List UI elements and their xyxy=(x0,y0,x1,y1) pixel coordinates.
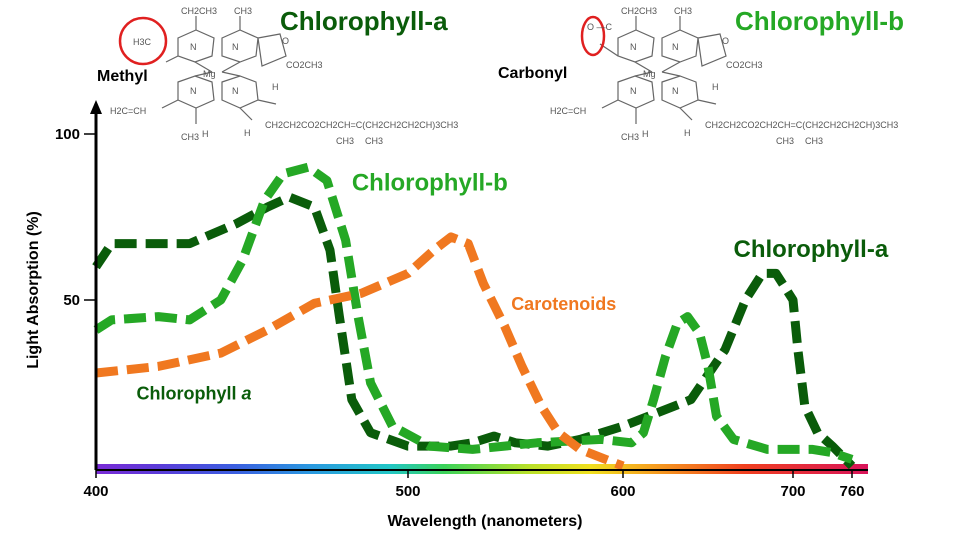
chlorophyll-a-atom-label-5: Mg xyxy=(203,69,216,79)
chlorophyll-a-atom-label-13: H xyxy=(202,129,209,139)
chlorophyll-b-atom-label-9: N xyxy=(672,86,679,96)
chlorophyll-a-atom-label-7: N xyxy=(232,42,239,52)
y-axis-arrow xyxy=(90,100,102,114)
carbonyl-highlight-circle xyxy=(580,15,606,57)
series-annotation-2: Carotenoids xyxy=(511,294,616,314)
y-tick-label-100: 100 xyxy=(55,126,80,143)
x-tick-label-400: 400 xyxy=(83,483,108,500)
x-tick-label-760: 760 xyxy=(839,483,864,500)
series-line-chl_a xyxy=(92,192,856,470)
chlorophyll-b-atom-label-3: CO2CH3 xyxy=(726,60,763,70)
chlorophyll-b-atom-label-7: N xyxy=(672,42,679,52)
chlorophyll-a-ring-drawing xyxy=(161,16,287,124)
series-layer xyxy=(92,162,856,471)
chlorophyll-a-atom-label-15: CH3 xyxy=(336,136,354,146)
x-tick-label-700: 700 xyxy=(780,483,805,500)
chlorophyll-b-atom-label-14: CH2CH2CO2CH2CH=C(CH2CH2CH2CH)3CH3 xyxy=(705,120,898,130)
series-annotation-0: Chlorophyll-b xyxy=(352,169,508,196)
chlorophyll-a-atom-label-4: H xyxy=(272,82,279,92)
chlorophyll-b-atom-label-6: N xyxy=(630,42,637,52)
y-tick-label-50: 50 xyxy=(63,292,80,309)
chlorophyll-b-atom-label-4: H xyxy=(712,82,719,92)
chlorophyll-a-atom-label-8: N xyxy=(190,86,197,96)
chlorophyll-a-atom-label-14: CH2CH2CO2CH2CH=C(CH2CH2CH2CH)3CH3 xyxy=(265,120,458,130)
chlorophyll-a-atom-label-2: O xyxy=(282,36,289,46)
chlorophyll-a-atom-label-3: CO2CH3 xyxy=(286,60,323,70)
series-annotation-1: Chlorophyll-a xyxy=(734,236,889,263)
chlorophyll-a-atom-label-16: CH3 xyxy=(365,136,383,146)
methyl-formula: H3C xyxy=(133,37,152,47)
carbonyl-formula: O —C xyxy=(587,22,613,32)
chlorophyll-b-atom-label-12: H xyxy=(684,128,691,138)
chlorophyll-a-atom-label-11: CH3 xyxy=(181,132,199,142)
methyl-highlight-circle xyxy=(118,16,168,66)
annotation-text-italic: a xyxy=(242,384,252,404)
x-tick-label-500: 500 xyxy=(395,483,420,500)
chlorophyll-a-atom-label-12: H xyxy=(244,128,251,138)
chlorophyll-b-atom-label-1: CH3 xyxy=(674,6,692,16)
chlorophyll-b-atom-label-15: CH3 xyxy=(776,136,794,146)
annotations-layer: Chlorophyll-bChlorophyll-aCarotenoidsChl… xyxy=(137,169,889,403)
chlorophyll-a-title: Chlorophyll-a xyxy=(280,6,448,36)
chlorophyll-a-atom-label-10: H2C=CH xyxy=(110,106,146,116)
x-axis-title: Wavelength (nanometers) xyxy=(388,513,583,530)
methyl-label: Methyl xyxy=(97,68,148,85)
series-line-chl_b xyxy=(93,162,854,464)
x-tick-label-600: 600 xyxy=(610,483,635,500)
series-annotation-3: Chlorophyll a xyxy=(137,384,252,404)
chlorophyll-b-atom-label-10: H2C=CH xyxy=(550,106,586,116)
chlorophyll-b-atom-label-0: CH2CH3 xyxy=(621,6,657,16)
chlorophyll-b-atom-label-5: Mg xyxy=(643,69,656,79)
ticks-layer: 400 500 600 700 760 50 100 xyxy=(55,126,865,500)
chlorophyll-b-title: Chlorophyll-b xyxy=(735,6,904,36)
annotation-text-main: Chlorophyll xyxy=(137,384,242,404)
chlorophyll-a-atom-label-0: CH2CH3 xyxy=(181,6,217,16)
y-axis-title: Light Absorption (%) xyxy=(25,211,42,369)
carbonyl-label: Carbonyl xyxy=(498,65,567,82)
chlorophyll-b-ring-drawing xyxy=(599,16,727,124)
series-line-carotenoids xyxy=(95,232,625,471)
chlorophyll-b-atom-label-16: CH3 xyxy=(805,136,823,146)
chlorophyll-b-atom-label-13: H xyxy=(642,129,649,139)
chlorophyll-a-atom-label-1: CH3 xyxy=(234,6,252,16)
chlorophyll-a-atom-label-9: N xyxy=(232,86,239,96)
chlorophyll-b-atom-label-8: N xyxy=(630,86,637,96)
chlorophyll-b-atom-label-2: O xyxy=(722,36,729,46)
chlorophyll-b-atom-label-11: CH3 xyxy=(621,132,639,142)
chlorophyll-a-atom-label-6: N xyxy=(190,42,197,52)
